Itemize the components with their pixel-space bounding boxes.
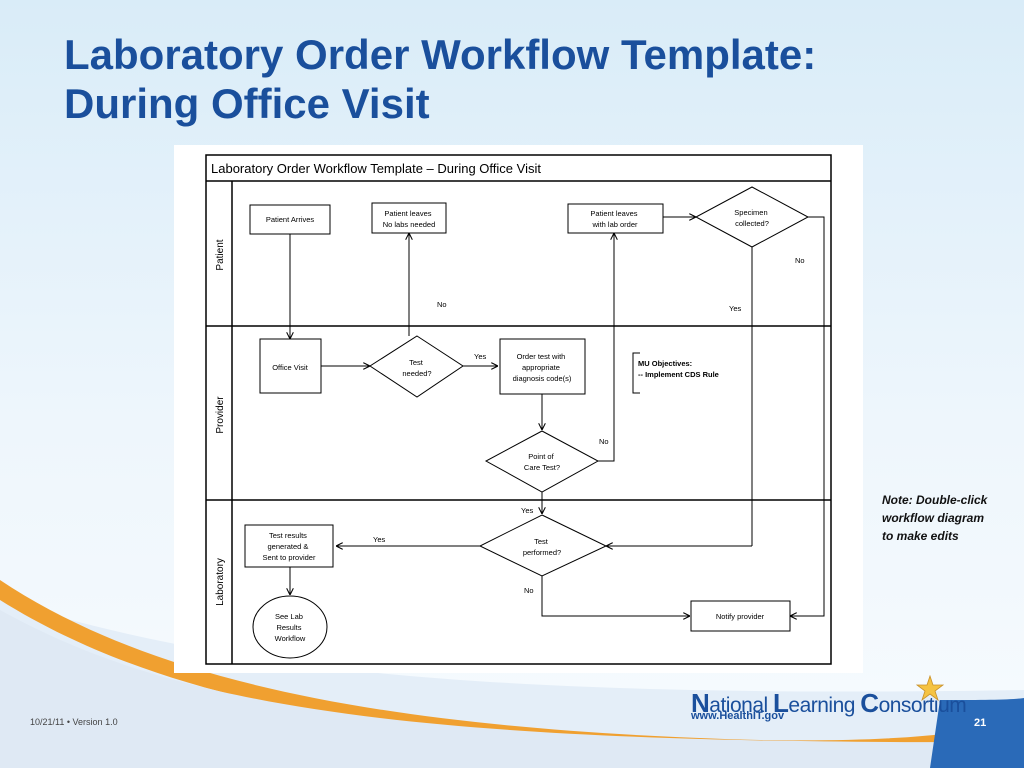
slide-title: Laboratory Order Workflow Template: Duri… [64,30,816,128]
slide-title-line1: Laboratory Order Workflow Template: [64,31,817,78]
node-test-results-label: Test results generated & Sent to provide… [263,531,316,562]
brand-letter-l: L [773,688,789,718]
node-test-needed [369,335,464,398]
diagram-header: Laboratory Order Workflow Template – Dur… [211,161,541,176]
node-order-test-label: Order test with appropriate diagnosis co… [513,352,572,383]
lane-label-patient: Patient [215,239,226,270]
node-patient-leaves-no-labs [371,202,447,234]
node-notify-provider-label: Notify provider [716,612,765,621]
edge-label-specimen-no: No [795,256,805,265]
brand-word-learning: earning [788,694,861,717]
node-specimen-collected [694,186,810,248]
node-patient-arrives-label: Patient Arrives [266,215,315,224]
node-office-visit [259,338,322,394]
edge-label-performed-yes: Yes [373,535,385,544]
node-see-lab-results-label: See Lab Results Workflow [275,612,306,643]
page-number: 21 [974,717,987,729]
node-notify-provider [690,600,791,632]
edge-label-testneeded-no: No [437,300,447,309]
slide-title-line2: During Office Visit [64,80,430,127]
brand-letter-c: C [860,688,879,718]
node-test-needed-label: Test needed? [402,358,431,378]
node-test-performed-label: Test performed? [523,537,561,557]
brand-letter-n: N [691,688,710,718]
edit-note-line2: workflow diagram [882,511,985,525]
mu-objectives-item: -- Implement CDS Rule [638,370,719,379]
brand-word-national: ational [709,694,773,717]
node-patient-leaves-lab-order-label: Patient leaves with lab order [590,209,639,229]
node-order-test [499,338,586,395]
edge-label-performed-no: No [524,586,534,595]
node-office-visit-label: Office Visit [272,363,308,372]
node-point-of-care-label: Point of Care Test? [524,452,560,472]
node-patient-leaves-lab-order [567,203,664,234]
diagram-border [205,154,832,665]
node-point-of-care [484,430,600,493]
edge-performed-no [541,576,690,616]
mu-bracket [632,352,640,394]
edit-note: Note: Double-click workflow diagram to m… [882,491,1012,545]
edge-specimen-no [790,216,825,616]
connectors [290,216,825,616]
node-specimen-collected-label: Specimen collected? [734,208,769,228]
brand-logo: National Learning Consortium [691,688,967,719]
footer-bar [930,698,1024,768]
node-test-results [244,524,334,568]
node-see-lab-results [252,595,328,659]
edge-label-specimen-yes: Yes [729,304,741,313]
edge-label-testneeded-yes: Yes [474,352,486,361]
node-patient-arrives [249,204,331,235]
brand-word-consortium: onsortium [878,694,967,717]
workflow-diagram[interactable]: Laboratory Order Workflow Template – Dur… [174,145,863,673]
edge-label-poc-no: No [599,437,609,446]
edge-label-poc-yes: Yes [521,506,533,515]
node-test-performed [478,514,608,577]
node-patient-leaves-no-labs-label: Patient leaves No labs needed [383,209,436,229]
footer-version: Version 1.0 [72,717,118,727]
edit-note-line1: Note: Double-click [882,493,988,507]
edge-poc-no [598,233,614,462]
lane-label-laboratory: Laboratory [215,558,226,606]
star-icon [916,675,944,701]
footer-date: 10/21/11 • [30,717,71,727]
brand-url: www.HealthIT.gov [691,710,785,722]
edit-note-line3: to make edits [882,529,959,543]
footer-info: 10/21/11 • Version 1.0 [30,717,118,727]
swoosh-blue [0,610,1024,768]
lane-label-provider: Provider [215,396,226,434]
mu-objectives-title: MU Objectives: [638,359,692,368]
